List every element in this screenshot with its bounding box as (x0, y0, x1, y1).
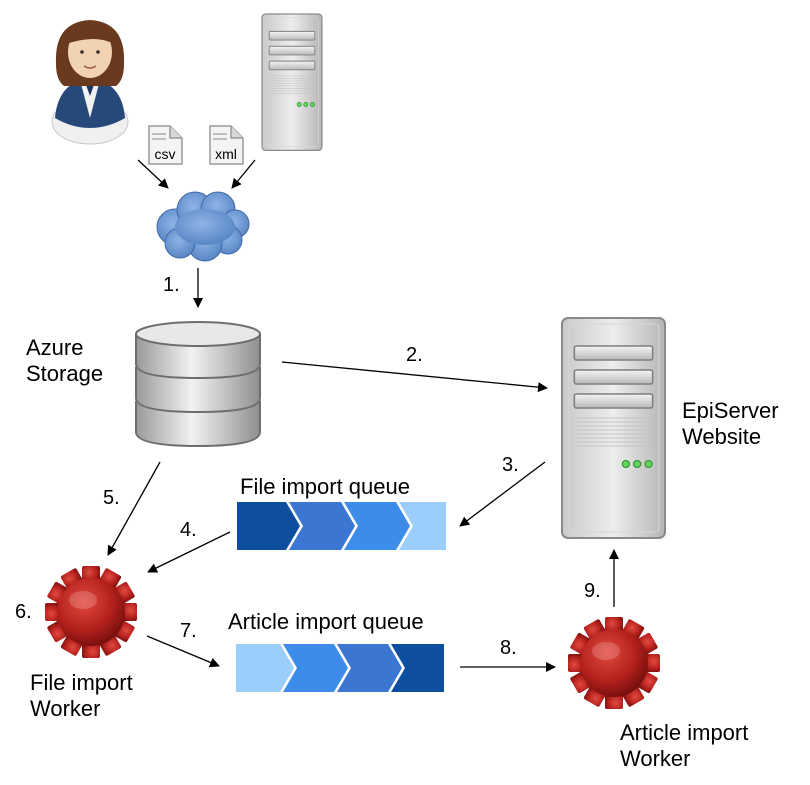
arrow-step-2 (281, 361, 548, 393)
queue-chunk-2 (289, 502, 355, 550)
step-8-label: 8. (500, 637, 517, 659)
csv-file-icon: csv (148, 125, 183, 165)
cloud-icon (156, 191, 250, 262)
server-icon (261, 13, 323, 152)
queue-chunk-3 (337, 644, 402, 692)
arrow-step-3 (459, 461, 546, 527)
step-4-label: 4. (180, 519, 197, 541)
file-import-worker-label-line1: File import (30, 670, 133, 695)
queue-chunk-4 (399, 502, 446, 550)
file-import-worker-gear-icon (45, 566, 137, 658)
queue-chunk-1 (237, 502, 300, 550)
xml-file-icon: xml (209, 125, 244, 165)
article-import-worker-label-line1: Article import (620, 720, 749, 745)
episerver-website-label: EpiServer Website (682, 398, 779, 450)
episerver-server-icon (560, 316, 667, 540)
azure-storage-label-line1: Azure (26, 335, 84, 360)
queue-chunk-4 (391, 644, 444, 692)
file-import-worker-label: File import Worker (30, 670, 133, 722)
step-9-label: 9. (584, 580, 601, 602)
article-import-queue-icon (236, 644, 444, 692)
csv-label: csv (155, 146, 176, 162)
step-1-label: 1. (163, 274, 180, 296)
arrow-step-5 (107, 461, 161, 556)
arrow-xml-to-cloud (231, 159, 256, 189)
article-import-worker-label: Article import Worker (620, 720, 748, 772)
database-icon (135, 321, 261, 448)
episerver-website-label-line1: EpiServer (682, 398, 779, 423)
person-icon (51, 20, 129, 145)
step-7-label: 7. (180, 620, 197, 642)
file-import-queue-icon (237, 502, 446, 550)
arrow-csv-to-cloud (137, 159, 169, 189)
azure-storage-label-line2: Storage (26, 361, 104, 386)
queue-chunk-3 (344, 502, 410, 550)
azure-storage-label: Azure Storage (26, 335, 103, 387)
arrow-step-4 (147, 531, 231, 573)
article-import-worker-label-line2: Worker (620, 746, 691, 771)
article-import-worker-gear-icon (568, 617, 660, 709)
step-5-label: 5. (103, 487, 120, 509)
arrow-step-7 (146, 635, 220, 668)
file-import-worker-label-line2: Worker (30, 696, 101, 721)
file-import-queue-label: File import queue (240, 474, 410, 499)
queue-chunk-1 (236, 644, 294, 692)
step-2-label: 2. (406, 344, 423, 366)
xml-label: xml (215, 146, 237, 162)
article-import-queue-label: Article import queue (228, 609, 424, 634)
episerver-website-label-line2: Website (682, 424, 762, 449)
step-6-label: 6. (15, 601, 32, 623)
queue-chunk-2 (283, 644, 348, 692)
step-3-label: 3. (502, 454, 519, 476)
